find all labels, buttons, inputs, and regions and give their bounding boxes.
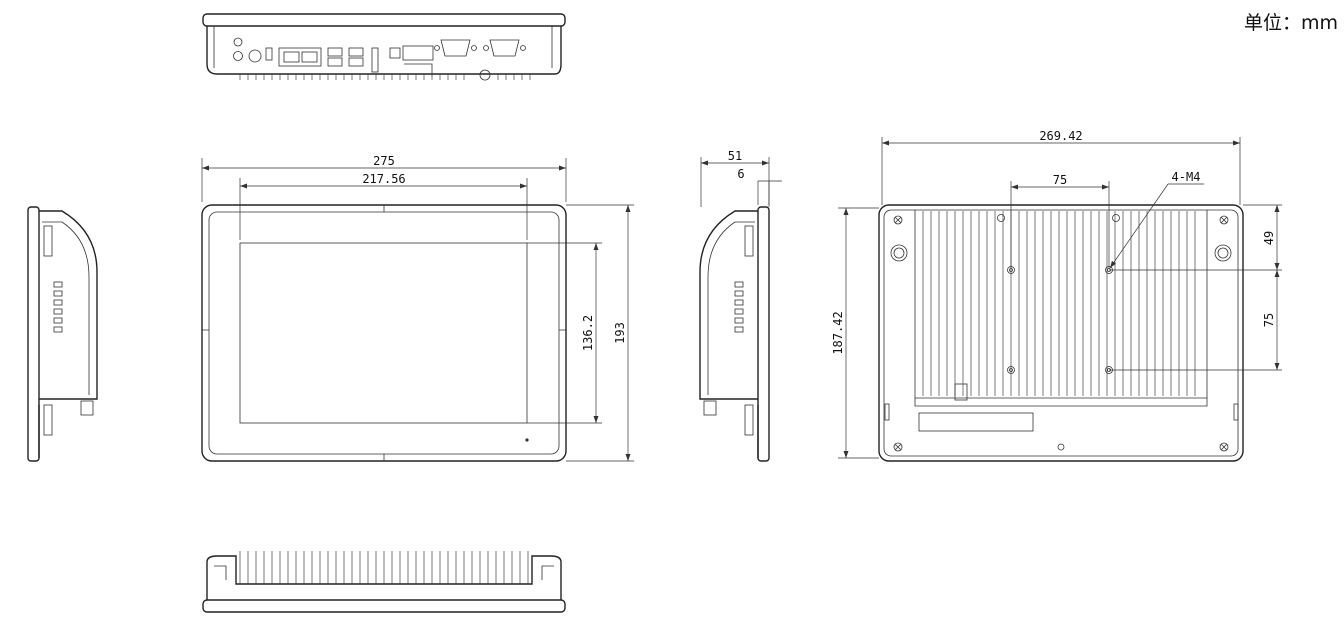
right-side-view xyxy=(699,206,770,462)
dim-overall-height: 193 xyxy=(613,322,627,344)
top-view xyxy=(202,13,566,81)
dim-hole-offset-y: 49 xyxy=(1262,231,1276,245)
dim-hole-label: 4-M4 xyxy=(1172,170,1201,184)
rear-view xyxy=(878,204,1244,462)
dim-screen-height: 136.2 xyxy=(581,315,595,351)
dim-mount-width: 269.42 xyxy=(1039,129,1082,143)
dim-screen-width: 217.56 xyxy=(362,172,405,186)
left-side-view xyxy=(27,206,98,462)
front-dimensions xyxy=(201,158,634,462)
dim-mount-height: 187.42 xyxy=(831,311,845,354)
unit-label: 单位：mm xyxy=(1243,12,1338,34)
dim-hole-spacing-y: 75 xyxy=(1262,313,1276,327)
dim-hole-spacing-x: 75 xyxy=(1053,173,1067,187)
rear-dimensions xyxy=(838,137,1282,459)
dim-bezel-depth: 6 xyxy=(737,167,744,181)
dim-depth: 51 xyxy=(728,149,742,163)
front-view xyxy=(201,204,567,462)
dim-overall-width: 275 xyxy=(373,154,395,168)
bottom-view xyxy=(202,551,566,613)
side-dimensions xyxy=(700,157,782,207)
